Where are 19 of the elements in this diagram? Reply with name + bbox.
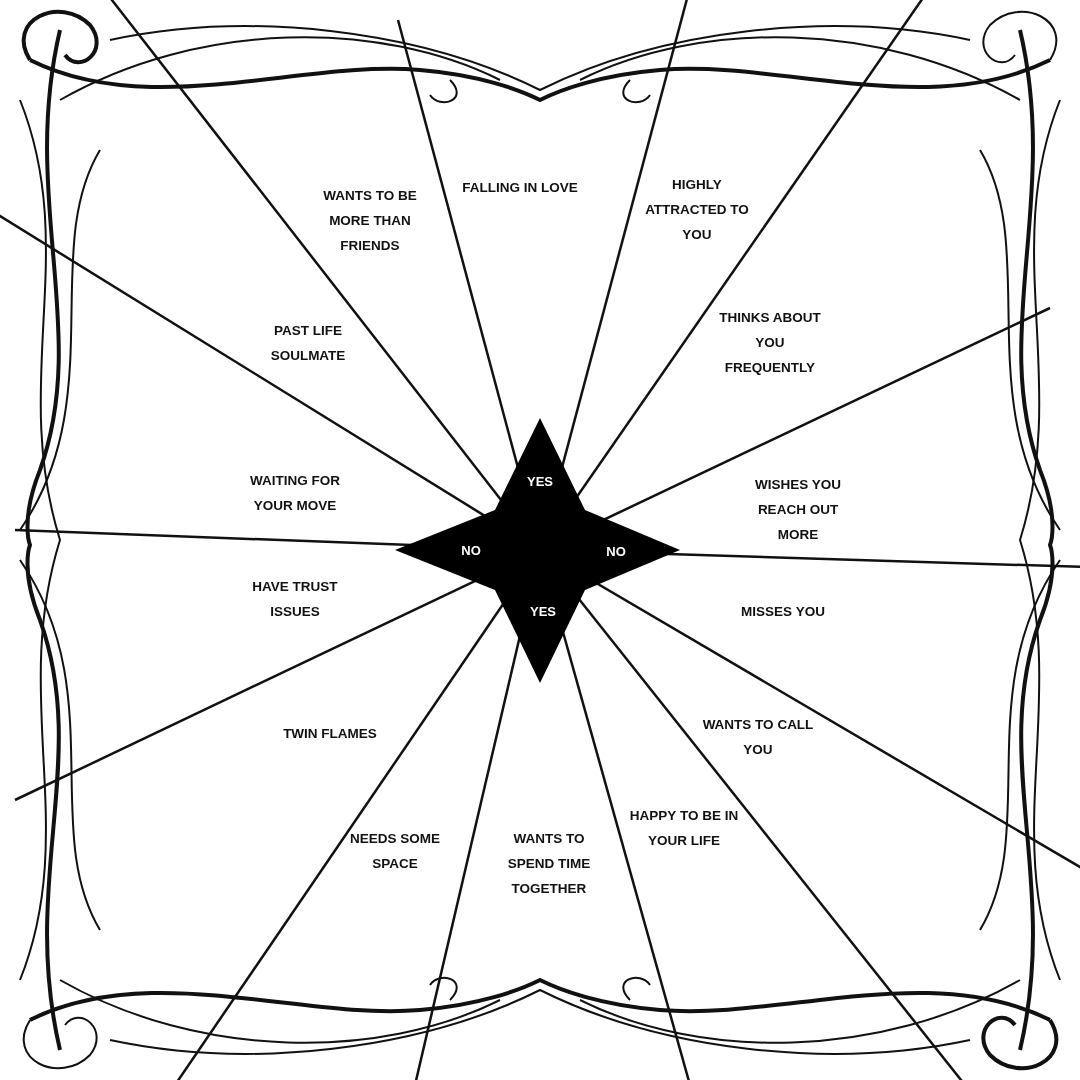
answer-text: FALLING IN LOVE [461,179,579,197]
answer-label: YES [527,473,553,489]
answer-text: THINKS ABOUT YOU FREQUENTLY [718,309,822,377]
answer-text: NEEDS SOME SPACE [349,830,441,873]
answer-text: HIGHLY ATTRACTED TO YOU [644,176,750,244]
answer-text: WISHES YOU REACH OUT MORE [754,476,842,544]
answer-text: WANTS TO BE MORE THAN FRIENDS [322,187,418,255]
answer-text: WAITING FOR YOUR MOVE [249,472,341,515]
answer-text: HAVE TRUST ISSUES [251,578,339,621]
answer-text: MISSES YOU [740,603,826,621]
answer-text: WANTS TO CALL YOU [701,716,815,759]
answer-text: PAST LIFE SOULMATE [269,322,347,365]
four-point-star [395,418,680,683]
answer-text: WANTS TO SPEND TIME TOGETHER [506,830,592,898]
answer-text: TWIN FLAMES [282,725,378,743]
answer-label: NO [461,542,481,558]
answer-label: NO [606,543,626,559]
answer-text: HAPPY TO BE IN YOUR LIFE [628,807,740,850]
answer-label: YES [530,603,556,619]
